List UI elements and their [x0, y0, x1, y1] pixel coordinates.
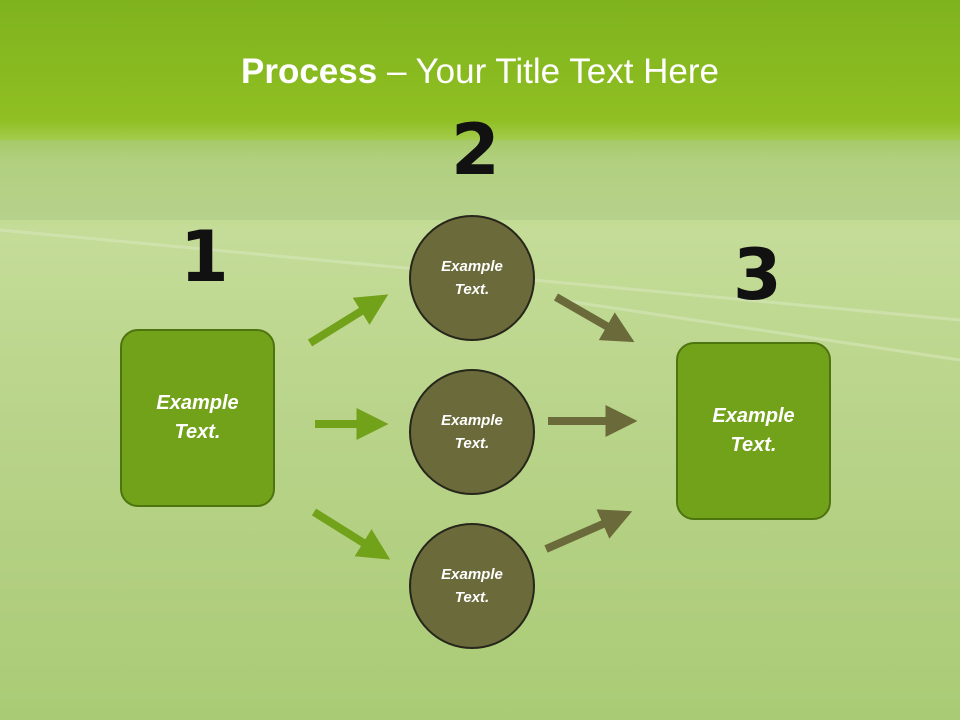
step-number-3: 3 — [733, 234, 782, 316]
step-2-circle-3: Example Text. — [409, 523, 535, 649]
title-bold: Process — [241, 52, 378, 91]
arrow-1-to-2c — [311, 508, 391, 560]
arrow-1-to-2a — [307, 294, 389, 347]
step-number-2: 2 — [451, 109, 500, 191]
title-rest: – Your Title Text Here — [377, 52, 719, 91]
arrow-2a-to-3 — [554, 293, 635, 343]
step-number-1: 1 — [180, 216, 229, 298]
step-1-box: Example Text. — [120, 329, 275, 507]
step-2-circle-2: Example Text. — [409, 369, 535, 495]
step-2-circle-1: Example Text. — [409, 215, 535, 341]
arrow-2c-to-3 — [544, 509, 633, 553]
step-3-box: Example Text. — [676, 342, 831, 520]
slide-title: Process – Your Title Text Here — [0, 52, 960, 92]
